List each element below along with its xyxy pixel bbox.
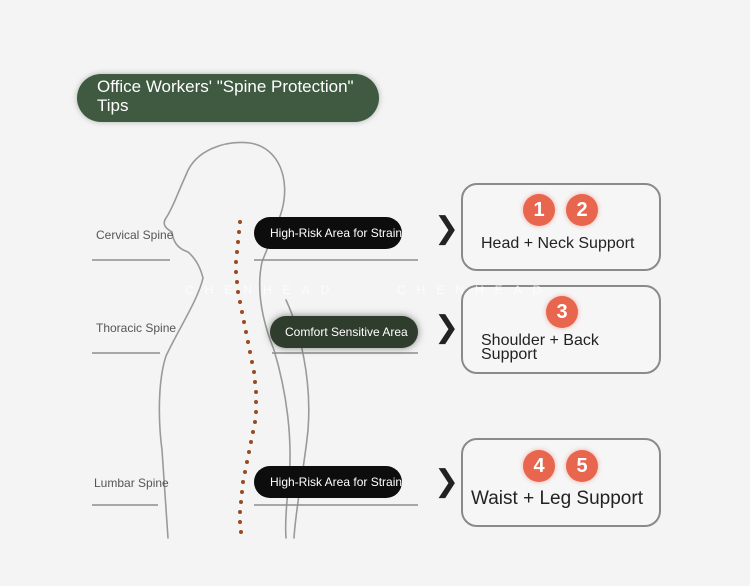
lumbar-risk-tag: High-Risk Area for Strain <box>254 466 402 498</box>
spine-dots <box>234 220 258 534</box>
shoulder-back-card: 3 Shoulder + Back Support <box>461 285 661 374</box>
badge-4: 4 <box>523 450 555 482</box>
badge-2: 2 <box>566 194 598 226</box>
watermark-text: CHENHEAD <box>185 283 341 297</box>
title-banner: Office Workers' "Spine Protection" Tips <box>77 74 379 122</box>
page-title: Office Workers' "Spine Protection" Tips <box>97 77 354 115</box>
badge-5: 5 <box>566 450 598 482</box>
waist-leg-label: Waist + Leg Support <box>471 488 643 509</box>
cervical-spine-label: Cervical Spine <box>96 228 174 242</box>
head-neck-card: 1 2 Head + Neck Support <box>461 183 661 271</box>
chevron-right-icon: ❯ <box>434 310 460 345</box>
waist-leg-card: 4 5 Waist + Leg Support <box>461 438 661 527</box>
badge-3: 3 <box>546 296 578 328</box>
thoracic-spine-label: Thoracic Spine <box>96 321 177 335</box>
shoulder-back-label: Shoulder + Back Support <box>481 332 599 363</box>
cervical-risk-tag: High-Risk Area for Strain <box>254 217 402 249</box>
thoracic-comfort-tag: Comfort Sensitive Area <box>270 316 418 348</box>
watermark-text: CHENHEAD <box>397 283 553 297</box>
lumbar-spine-label: Lumbar Spine <box>94 476 169 490</box>
head-neck-label: Head + Neck Support <box>481 235 635 252</box>
badge-1: 1 <box>523 194 555 226</box>
guide-lines <box>92 259 418 506</box>
chevron-right-icon: ❯ <box>434 211 460 246</box>
chevron-right-icon: ❯ <box>434 464 460 499</box>
